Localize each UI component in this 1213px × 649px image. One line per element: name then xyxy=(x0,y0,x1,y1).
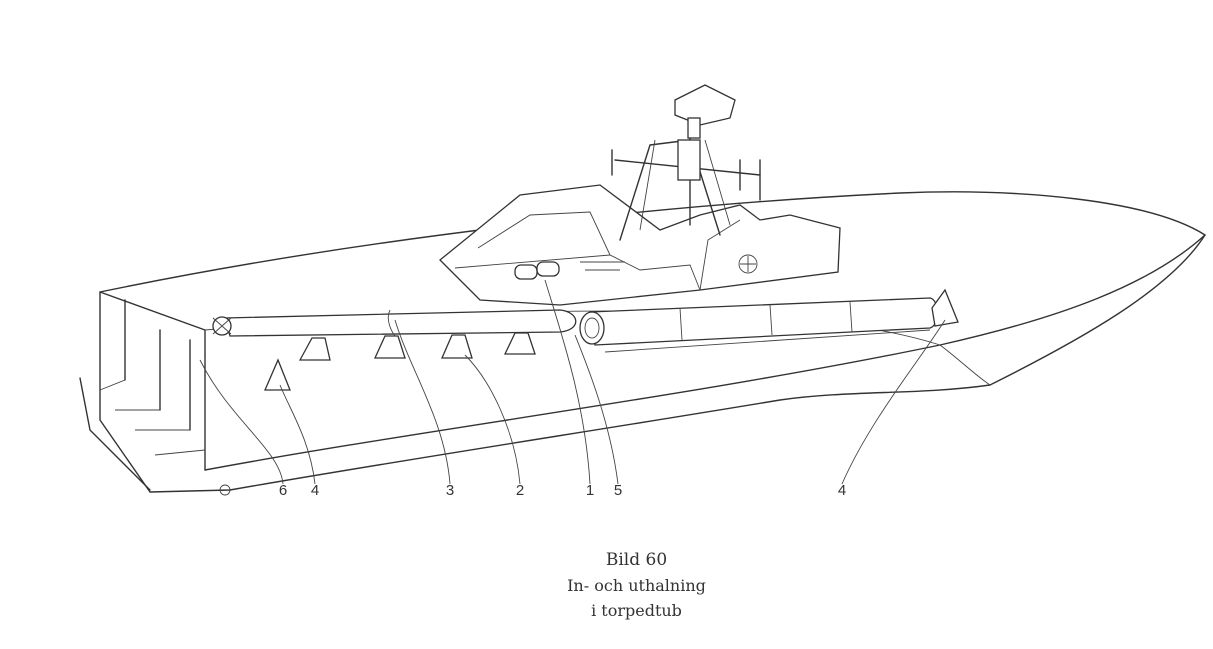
callout-4-stern: 4 xyxy=(310,482,320,499)
torpedo xyxy=(212,309,577,337)
callout-6: 6 xyxy=(278,482,288,499)
callout-1: 1 xyxy=(585,482,595,499)
superstructure xyxy=(439,184,841,306)
caption-line-2: i torpedtub xyxy=(591,601,682,620)
caption-line-1: In- och uthalning xyxy=(567,576,706,595)
callout-5: 5 xyxy=(613,482,623,499)
caption-title: Bild 60 xyxy=(605,550,668,570)
torpedo-chocks xyxy=(264,332,536,391)
callout-3: 3 xyxy=(445,482,455,499)
callout-2: 2 xyxy=(515,482,525,499)
torpedo-tube xyxy=(579,288,959,353)
stern-rail xyxy=(79,299,231,496)
leader-lines xyxy=(199,279,946,485)
radar-mast xyxy=(611,84,761,241)
callout-4-bow: 4 xyxy=(837,482,847,499)
